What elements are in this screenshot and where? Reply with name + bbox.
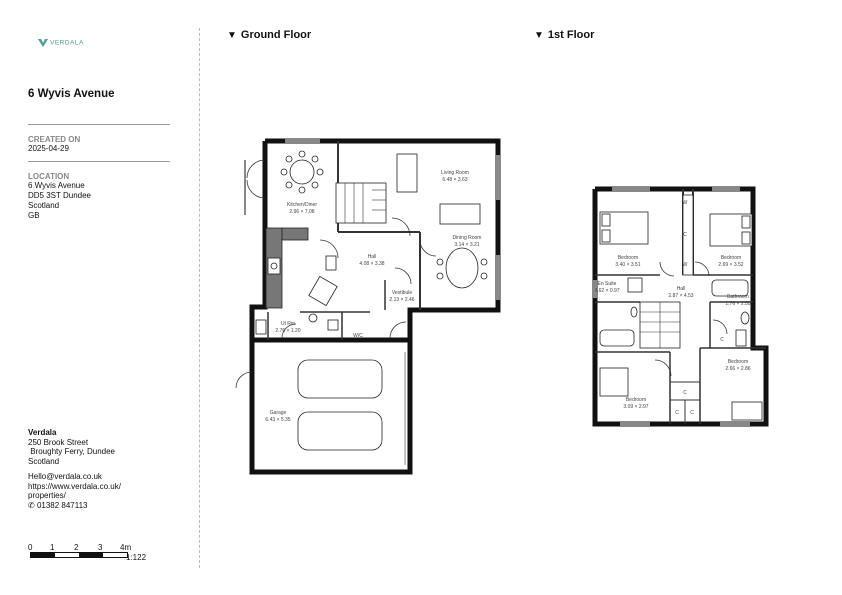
room-label: Bedroom: [626, 397, 646, 403]
cupboard-label: C: [675, 410, 679, 416]
room-dims: 3.40 × 3.51: [615, 262, 640, 268]
company-address: Scotland: [28, 456, 60, 466]
scale-tick: 0: [28, 543, 33, 552]
location-label: LOCATION: [28, 172, 70, 181]
ground-floor-plan: Kitchen/Diner 2.96 × 7.08 Living Room 6.…: [235, 138, 501, 475]
room-label: Vestibule: [392, 290, 413, 296]
room-dims: 2.69 × 3.52: [718, 262, 743, 268]
scale-tick: 1: [50, 543, 55, 552]
location-line: Scotland: [28, 201, 60, 210]
room-dims: 2.66 × 2.86: [725, 366, 750, 372]
company-email[interactable]: Hello@verdala.co.uk: [28, 472, 102, 481]
room-label: Bedroom: [728, 359, 748, 365]
created-label: CREATED ON: [28, 135, 81, 144]
property-title: 6 Wyvis Avenue: [28, 88, 115, 100]
room-dims: 2.62 × 0.97: [594, 288, 619, 294]
room-dims: 2.13 × 2.46: [389, 297, 414, 303]
info-sidebar: VERDALA 6 Wyvis Avenue CREATED ON 2025-0…: [0, 0, 200, 595]
room-label: En Suite: [598, 281, 617, 287]
room-dims: 6.48 × 3.63: [442, 177, 467, 183]
wardrobe-label: W: [683, 262, 688, 268]
room-label: Bathroom: [727, 294, 749, 300]
company-website[interactable]: https://www.verdala.co.uk/: [28, 481, 121, 491]
location-line: DD5 3ST Dundee: [28, 191, 91, 200]
location-line: GB: [28, 211, 40, 220]
room-label: Hall: [677, 286, 686, 292]
company-address: 250 Brook Street: [28, 437, 89, 447]
room-label: Dining Room: [453, 235, 482, 241]
company-logo: VERDALA: [38, 39, 84, 47]
company-website[interactable]: properties/: [28, 491, 66, 500]
room-dims: 2.87 × 4.53: [668, 293, 693, 299]
scale-tick: 3: [98, 543, 103, 552]
cupboard-label: C: [683, 390, 687, 396]
created-date: 2025-04-29: [28, 144, 69, 153]
company-address: Broughty Ferry, Dundee: [28, 447, 116, 456]
company-phone[interactable]: 01382 847113: [36, 500, 88, 510]
location-line: 6 Wyvis Avenue: [28, 181, 85, 190]
first-floor-plan: Bedroom 3.40 × 3.51 Bedroom 2.69 × 3.52 …: [592, 186, 769, 427]
room-dims: 6.43 × 5.35: [265, 417, 290, 423]
room-dims: 2.76 × 1.20: [275, 328, 300, 334]
logo-mark-icon: [38, 39, 48, 47]
room-dims: 3.09 × 2.97: [623, 404, 648, 410]
room-label: Bedroom: [618, 255, 638, 261]
logo-text: VERDALA: [50, 39, 84, 47]
room-label: Ut Rm: [281, 321, 295, 327]
divider: [28, 161, 170, 162]
room-label: Bedroom: [721, 255, 741, 261]
room-dims: 4.08 × 3.38: [359, 261, 384, 267]
room-label: Garage: [270, 410, 287, 416]
cupboard-label: C: [690, 410, 694, 416]
room-dims: 2.96 × 7.08: [289, 209, 314, 215]
sidebar-divider: [199, 28, 200, 568]
cupboard-label: C: [720, 337, 724, 343]
scale-tick: 4m: [120, 543, 132, 552]
wardrobe-label: W: [683, 200, 688, 206]
room-label: Living Room: [441, 170, 469, 176]
ground-floor-title: ▼Ground Floor: [227, 29, 312, 41]
first-floor-title: ▼1st Floor: [534, 29, 595, 41]
scale-ruler: [30, 552, 128, 558]
room-label: Hall: [368, 254, 377, 260]
scale-tick: 2: [74, 543, 79, 552]
scale-ratio: 1:122: [126, 553, 147, 562]
room-dims: 3.14 × 3.21: [454, 242, 479, 248]
company-phone-row: ✆ 01382 847113: [28, 501, 121, 511]
company-contact: Verdala 250 Brook Street Broughty Ferry,…: [28, 428, 121, 510]
triangle-down-icon: ▼: [534, 30, 544, 41]
triangle-down-icon: ▼: [227, 30, 237, 41]
room-label: W/C: [353, 333, 363, 339]
company-name: Verdala: [28, 428, 57, 437]
room-label: Kitchen/Diner: [287, 202, 317, 208]
cupboard-label: C: [683, 232, 687, 238]
divider: [28, 124, 170, 125]
room-dims: 1.76 × 2.50: [725, 301, 750, 307]
phone-icon: ✆: [28, 500, 35, 510]
